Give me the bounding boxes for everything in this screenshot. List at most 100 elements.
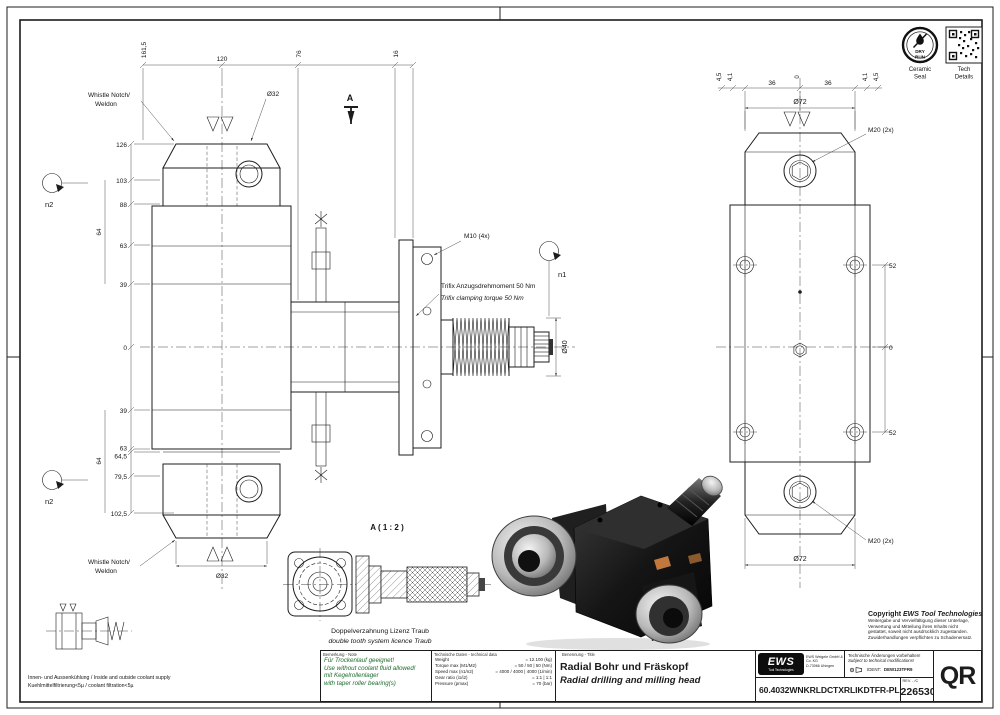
side-view: 161,5 120 76 16 126 103 88 63 39 0 39 63… [42, 41, 575, 592]
fv-dim-4-1-left: 4,1 [728, 72, 734, 81]
ident-row: IDENT: DEW123TFR9 [848, 666, 931, 674]
detail-view-a: A ( 1 : 2 ) Doppelverzahnung Lizenz Trau… [283, 523, 492, 645]
dim-left-0: 0 [123, 345, 127, 352]
dia72-top-label: Ø72 [793, 99, 806, 106]
dim-left-63-top: 63 [120, 243, 128, 250]
tech-label: Pressure (pmax) [435, 680, 469, 686]
dim-left-64-5: 64,5 [114, 454, 127, 461]
fv-dim-0-mid: 0 [889, 345, 893, 352]
n1-label: n1 [558, 270, 566, 279]
fv-dim-36-left: 36 [768, 80, 776, 87]
dim-left-79-5: 79,5 [114, 474, 127, 481]
dim-left-126: 126 [116, 142, 127, 149]
address-line: D-73066 Uhingen [806, 663, 835, 668]
mod-note-en: Subject to technical modifications! [848, 658, 915, 664]
tech-label: Speed max (n1/n2) [435, 668, 474, 674]
title-block: Bemerkung - Note Für Trockenlauf geeigne… [320, 650, 982, 702]
dry-run-text-1: DRY [915, 49, 925, 54]
coolant-sketch: Innen- und Aussenkühlung / Inside and ou… [28, 603, 171, 689]
tech-row-gear-ratio: Gear ratio (i1/i2) = 1:1 | 1:1 [432, 675, 555, 681]
projection-symbol-icon [849, 667, 862, 673]
dry-run-text-2: RUN [915, 55, 926, 60]
rotation-symbol-n1 [539, 241, 561, 316]
fv-dim-0-top: 0 [795, 75, 801, 79]
rotation-symbol-n2-top [42, 173, 88, 193]
tech-value: = 50 / 50 | 50 (Nm) [514, 662, 552, 668]
tech-details-label-1: Tech [958, 67, 971, 73]
revision-label: REV. - /C [902, 679, 919, 683]
tech-details-label-2: Details [955, 75, 973, 81]
product-photo [491, 475, 723, 650]
copyright-brand: EWS [903, 611, 919, 618]
company-cell: EWS Tool Technologies EWS Weigele GmbH &… [756, 651, 934, 701]
m10-label: M10 (4x) [464, 233, 490, 240]
coolant-note-line2: Kuehlmittelfiltrierung<5µ / coolant filt… [28, 683, 133, 689]
designation-cell: Benennung - Title Radial Bohr und Fräsko… [556, 651, 756, 701]
ident-label: IDENT: [867, 667, 881, 673]
remark-bearing-en: with taper roller bearing(s) [324, 679, 396, 687]
dim-120-label: 120 [217, 56, 228, 63]
qr-label: QR [939, 661, 976, 690]
dim-64-upper-label: 64 [96, 228, 103, 236]
section-letter-label: A [347, 93, 354, 103]
remark-bearing-de: mit Kegelrollenlager [324, 672, 379, 680]
gear-housing [290, 239, 442, 456]
technical-data-cell: Technische Daten - technical data Weight… [432, 651, 556, 701]
tech-row-torque: Torque max (M1/M2)= 50 / 50 | 50 (Nm) [432, 663, 555, 669]
tech-label: Gear ratio (i1/i2) [435, 674, 468, 680]
weld-symbol-top [206, 116, 234, 132]
dia72-bottom-label: Ø72 [793, 556, 806, 563]
dim-left-103: 103 [116, 178, 127, 185]
grease-nipple-top [311, 211, 331, 303]
grease-nipple-bottom [311, 391, 331, 483]
tech-value: = 1:1 | 1:1 [531, 674, 552, 680]
ident-value: DEW123TFR9 [883, 667, 913, 673]
tech-details-qr-icon [945, 26, 983, 64]
fv-dim-52-bottom: 52 [889, 430, 897, 437]
dim-left-88: 88 [120, 202, 128, 209]
dia40-label: Ø40 [562, 340, 569, 353]
dim-left-102-5: 102,5 [111, 511, 128, 518]
designation-header: Benennung - Title [562, 652, 595, 657]
copyright-suffix: Tool Technologies [918, 611, 983, 618]
copyright-prefix: Copyright [868, 611, 903, 618]
drawing-title-en: Radial drilling and milling head [560, 675, 701, 686]
remark-dry-run-de: Für Trockenlauf geeignet! [324, 657, 395, 664]
m20-bottom-label: M20 (2x) [868, 538, 894, 545]
dim-left-39-top: 39 [120, 282, 128, 289]
tech-label: Weight [435, 657, 449, 662]
qr-cell: QR [934, 651, 981, 701]
copyright-line: Zuwiderhandlungen verpflichten zu Schade… [868, 634, 973, 640]
drawing-title-de: Radial Bohr und Fräskopf [560, 661, 689, 673]
tool-body-outline [151, 143, 292, 539]
dim-76-label: 76 [296, 50, 303, 58]
dia32-top-label: Ø32 [267, 91, 280, 98]
ews-logo-main: EWS [767, 655, 795, 668]
address-line: EWS Weigele GmbH & Co. KG [806, 655, 843, 664]
detail-caption-de: Doppelverzahnung Lizenz Traub [331, 628, 429, 635]
ews-logo: EWS Tool Technologies [758, 653, 804, 675]
ews-logo-sub: Tool Technologies [768, 667, 794, 672]
tech-row-weight: Weight= 12.100 (kg) [432, 657, 555, 663]
trifix-label-en: Trifix clamping torque 50 Nm [441, 295, 524, 302]
modification-note-cell: Technische Änderungen vorbehalten! Subje… [844, 651, 933, 677]
front-view: 4,5 4,1 36 0 36 4,1 4,5 Ø72 Ø72 M20 (2x)… [716, 72, 897, 588]
dia32-bottom-label: Ø32 [216, 573, 229, 580]
whistle-notch-top-label-1: Whistle Notch/ [88, 92, 130, 99]
tech-row-speed: Speed max (n1/n2)= 4000 / 4000 | 4000 (1… [432, 669, 555, 675]
dim-16-label: 16 [393, 50, 400, 58]
technical-data-header: Technische Daten - technical data [434, 652, 497, 657]
company-address: EWS Weigele GmbH & Co. KG D-73066 Uhinge… [806, 651, 844, 677]
remarks-header: Bemerkung - Note [323, 652, 357, 657]
rotation-symbol-n2-bottom [42, 470, 88, 490]
feature-badges: DRY RUN Ceramic Seal Tech De [901, 26, 983, 81]
remarks-cell: Bemerkung - Note Für Trockenlauf geeigne… [321, 651, 432, 701]
dim-left-63-bottom: 63 [120, 446, 128, 453]
copyright-note: Copyright EWS Tool Technologies Weiterga… [868, 611, 986, 640]
fv-dim-4-1-right: 4,1 [863, 72, 869, 81]
dim-161-5-label: 161,5 [141, 41, 148, 58]
fv-dim-4-5-left: 4,5 [717, 72, 723, 81]
n2-top-label: n2 [45, 200, 53, 209]
